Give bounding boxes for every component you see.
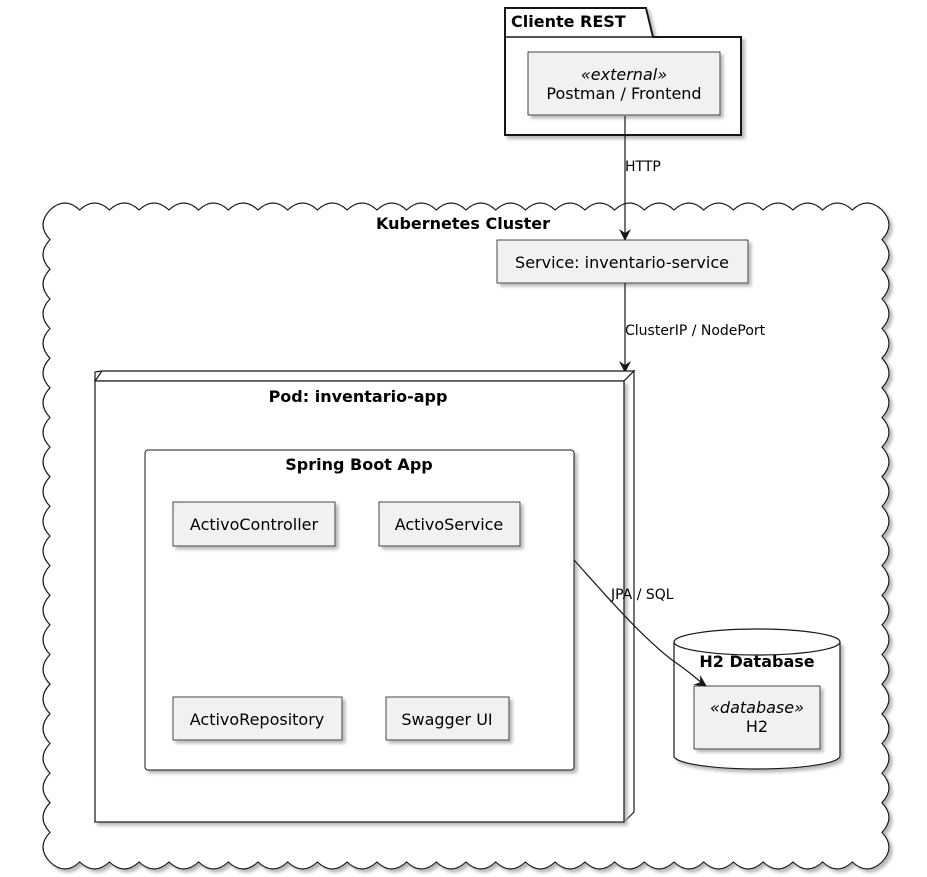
- activo-controller-node[interactable]: [172, 501, 336, 547]
- activo-service-node[interactable]: [378, 501, 521, 547]
- spring-boot-app: Spring Boot App ActivoController ActivoS…: [144, 449, 575, 771]
- activo-repository-node[interactable]: [172, 696, 343, 741]
- h2-database: H2 Database «database» H2: [673, 628, 841, 770]
- activo-controller-label: ActivoController: [190, 515, 319, 534]
- postman-frontend-node[interactable]: [527, 51, 721, 116]
- activo-service-label: ActivoService: [395, 515, 504, 534]
- swagger-ui-node[interactable]: [385, 696, 510, 741]
- service-label: Service: inventario-service: [515, 253, 729, 272]
- swagger-ui-label: Swagger UI: [401, 710, 492, 729]
- client-package: Cliente REST «external» Postman / Fronte…: [504, 7, 742, 136]
- h2-label: H2: [746, 717, 768, 736]
- pod-title: Pod: inventario-app: [269, 387, 448, 406]
- postman-frontend-label: Postman / Frontend: [546, 84, 701, 103]
- edge-http: HTTP: [619, 116, 661, 241]
- cluster-title: Kubernetes Cluster: [376, 214, 550, 233]
- edge-http-label: HTTP: [625, 159, 661, 175]
- h2-node[interactable]: [693, 685, 821, 750]
- spring-boot-title: Spring Boot App: [285, 455, 432, 474]
- edge-clusterip: ClusterIP / NodePort: [619, 283, 766, 373]
- service-node[interactable]: Service: inventario-service: [496, 239, 749, 284]
- activo-repository-label: ActivoRepository: [190, 710, 325, 729]
- edge-jpa-sql: JPA / SQL: [573, 559, 707, 687]
- client-package-title: Cliente REST: [511, 12, 626, 31]
- h2-database-title: H2 Database: [699, 652, 814, 671]
- edge-jpa-sql-label: JPA / SQL: [610, 587, 674, 603]
- database-stereotype: «database»: [710, 698, 804, 717]
- external-stereotype: «external»: [581, 65, 667, 84]
- edge-clusterip-label: ClusterIP / NodePort: [625, 323, 766, 339]
